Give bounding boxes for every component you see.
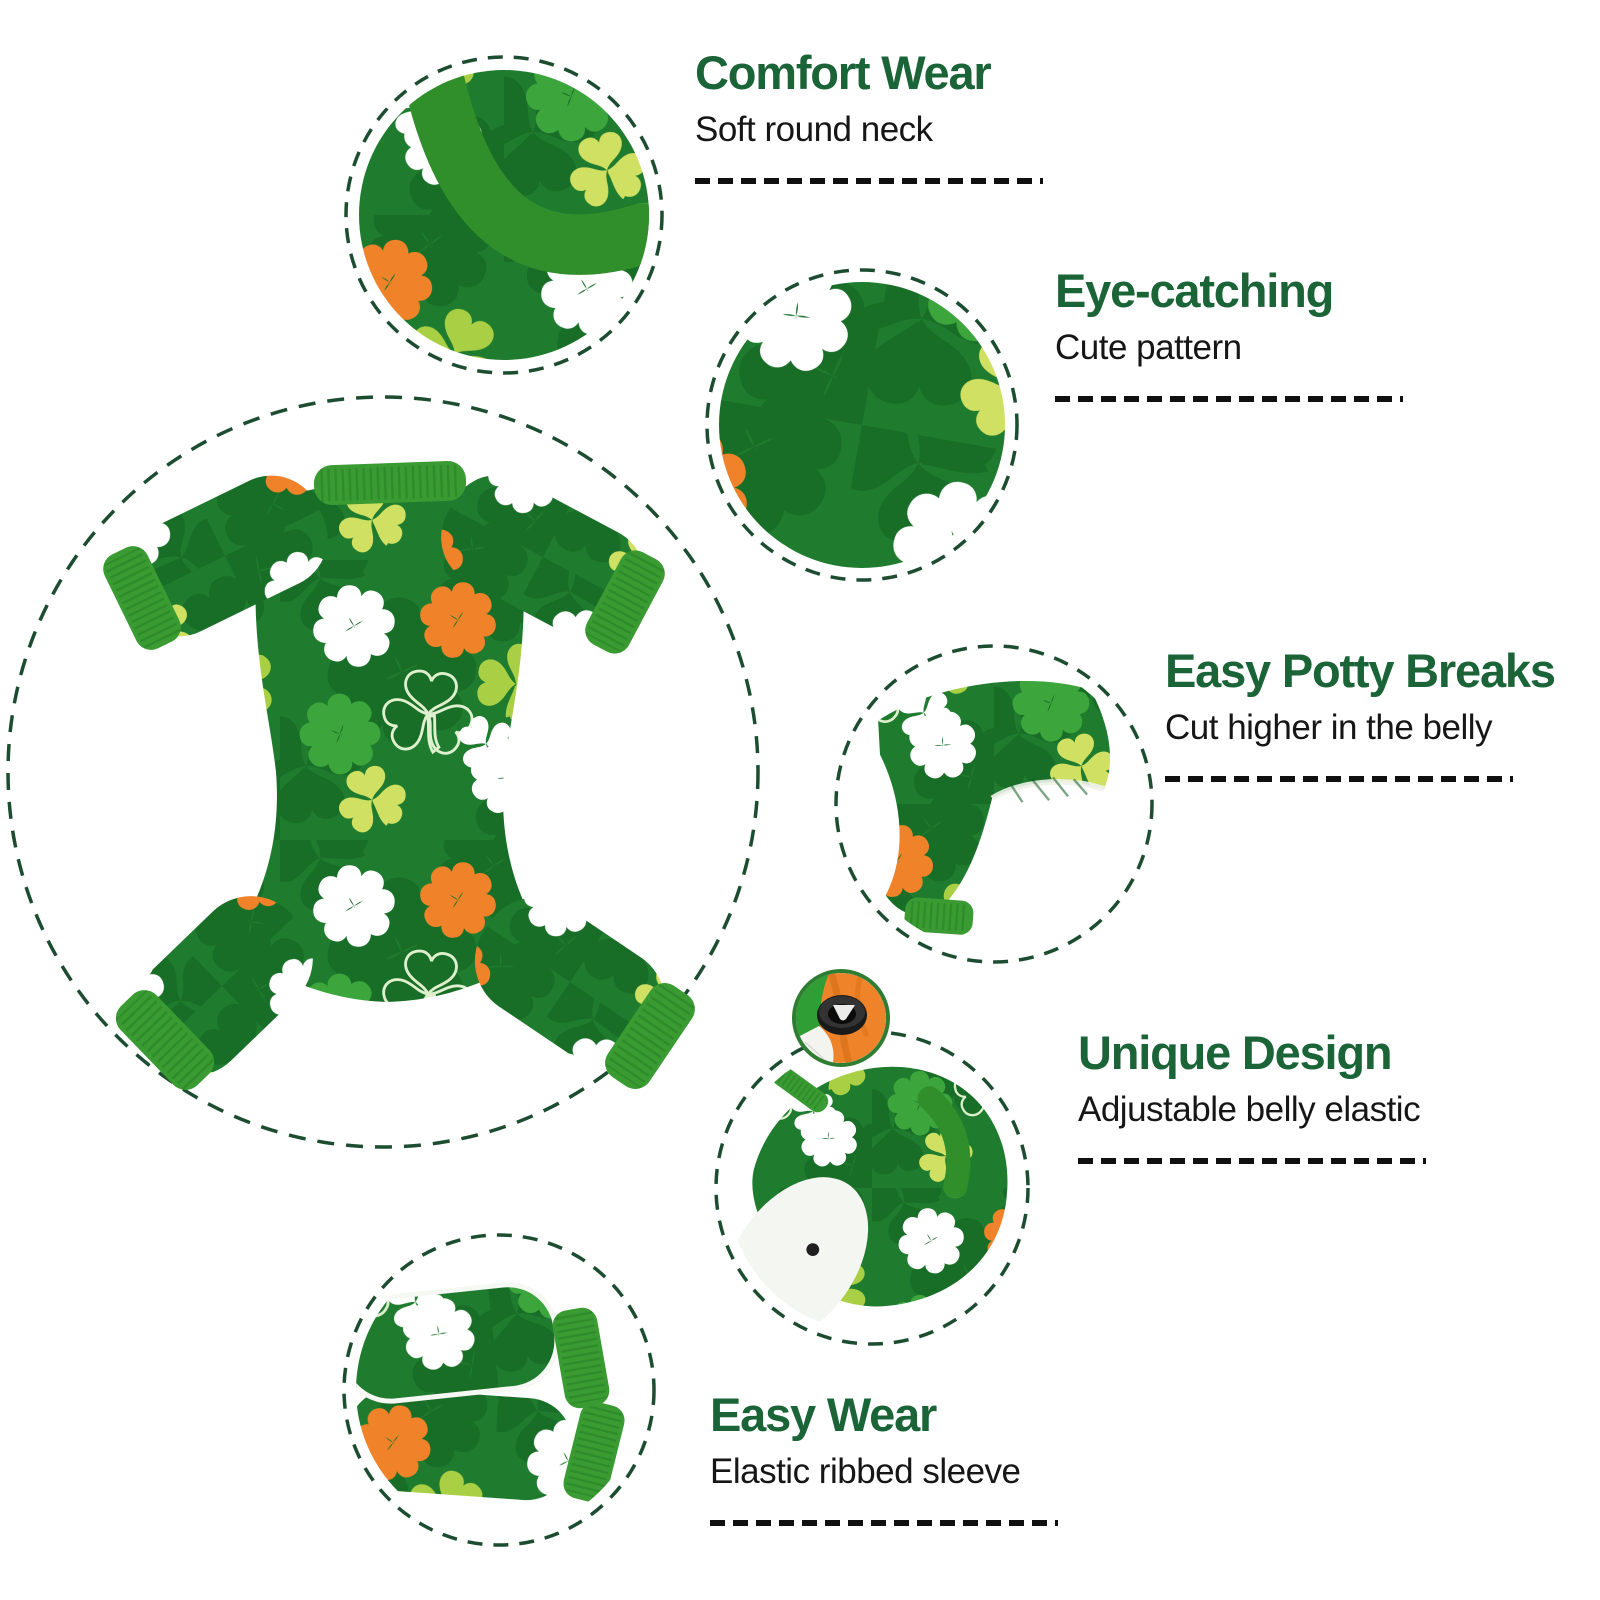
dashed-separator — [695, 177, 1043, 184]
feature-title: Easy Potty Breaks — [1165, 644, 1556, 697]
belly-elastic-photo — [728, 1044, 1016, 1332]
dashed-separator — [1055, 395, 1403, 402]
feature-easy-wear: Easy Wear Elastic ribbed sleeve — [710, 1390, 1190, 1526]
feature-subtitle: Adjustable belly elastic — [1078, 1090, 1421, 1130]
full-pajama-ring — [6, 395, 760, 1149]
pattern-closeup-photo — [719, 282, 1005, 568]
feature-subtitle: Elastic ribbed sleeve — [710, 1452, 1021, 1492]
full-pajama-photo — [98, 457, 702, 1098]
dashed-separator — [710, 1519, 1058, 1526]
feature-subtitle: Cute pattern — [1055, 328, 1242, 368]
belly-cut-ring — [834, 644, 1154, 964]
pattern-closeup-ring — [705, 268, 1019, 582]
feature-title: Eye-catching — [1055, 264, 1334, 317]
feature-comfort-wear: Comfort Wear Soft round neck — [695, 48, 1175, 184]
feature-title: Comfort Wear — [695, 46, 992, 99]
belly-button-dot — [806, 1243, 820, 1256]
dashed-separator — [1078, 1157, 1426, 1164]
sleeves-ring — [342, 1233, 656, 1547]
sleeves-photo — [356, 1247, 642, 1533]
belly-cut-photo — [878, 680, 1111, 935]
feature-eye-catching: Eye-catching Cute pattern — [1055, 266, 1535, 402]
feature-easy-potty-breaks: Easy Potty Breaks Cut higher in the bell… — [1165, 646, 1600, 782]
elastic-grommet-photo — [792, 969, 890, 1067]
feature-unique-design: Unique Design Adjustable belly elastic — [1078, 1028, 1558, 1164]
elastic-grommet-ring — [792, 969, 890, 1067]
collar-band — [313, 460, 466, 505]
feature-title: Easy Wear — [710, 1388, 937, 1441]
neck-detail-photo — [359, 70, 649, 360]
feature-subtitle: Soft round neck — [695, 110, 933, 150]
feature-title: Unique Design — [1078, 1026, 1393, 1079]
feature-subtitle: Cut higher in the belly — [1165, 708, 1493, 748]
dashed-separator — [1165, 775, 1513, 782]
neck-detail-ring — [344, 55, 664, 375]
